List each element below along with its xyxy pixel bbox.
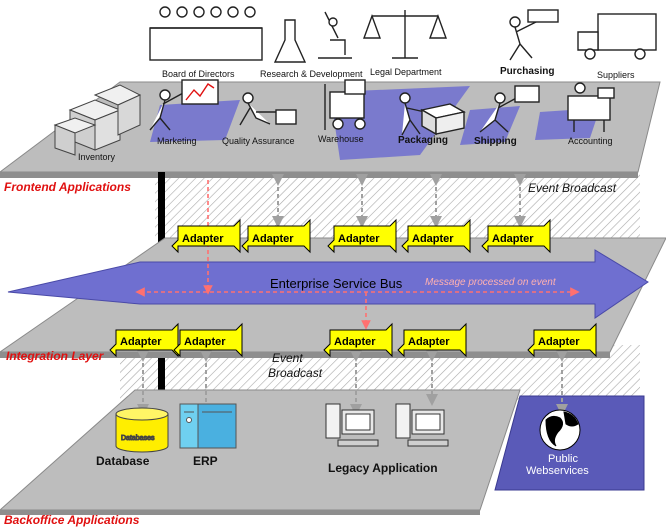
- dept-label-packaging: Packaging: [398, 135, 448, 146]
- svg-text:Databases: Databases: [121, 435, 155, 442]
- adapter-backoffice-5: Adapter: [527, 322, 597, 358]
- adapter-backoffice-2: Adapter: [173, 322, 243, 358]
- floor-highlight-1: [150, 100, 240, 142]
- dept-label-research: Research & Development: [260, 69, 363, 79]
- erp-server-icon: [179, 403, 237, 449]
- database-label: Database: [96, 454, 150, 468]
- adapter-backoffice-3: Adapter: [323, 322, 393, 358]
- inventory-boxes-icon: [53, 84, 142, 156]
- shipping-icon: [479, 85, 540, 133]
- svg-text:Adapter: Adapter: [120, 336, 162, 348]
- public-label: Public: [548, 453, 578, 465]
- legacy-computer-icon-1: [325, 403, 379, 447]
- webservices-label: Webservices: [526, 465, 589, 477]
- dept-label-shipping: Shipping: [474, 136, 517, 147]
- event-broadcast-backoffice-1: Event: [272, 351, 303, 365]
- packaging-icon: [399, 92, 466, 136]
- frontend-plane-edge: [0, 172, 638, 178]
- dept-label-suppliers: Suppliers: [597, 70, 635, 80]
- warehouse-forklift-icon: [324, 79, 366, 130]
- adapter-frontend-2: Adapter: [241, 218, 311, 254]
- svg-text:Adapter: Adapter: [412, 233, 454, 245]
- adapter-frontend-5: Adapter: [481, 218, 551, 254]
- accounting-icon: [567, 82, 615, 132]
- floor-highlight-3: [460, 106, 520, 145]
- backoffice-plane-edge: [0, 510, 480, 515]
- board-of-directors-icon: [149, 6, 263, 61]
- backoffice-connectors: [137, 350, 568, 416]
- legacy-computer-icon-2: [395, 403, 449, 447]
- dept-label-legal: Legal Department: [370, 67, 442, 77]
- floor-highlight-2: [330, 86, 470, 160]
- dept-label-warehouse: Warehouse: [318, 134, 364, 144]
- research-development-icon: [273, 11, 352, 63]
- adapter-backoffice-4: Adapter: [397, 322, 467, 358]
- svg-text:Adapter: Adapter: [252, 233, 294, 245]
- dept-label-quality: Quality Assurance: [222, 136, 295, 146]
- svg-text:Adapter: Adapter: [408, 336, 450, 348]
- adapter-backoffice-1: Adapter: [109, 322, 179, 358]
- svg-text:Adapter: Adapter: [338, 233, 380, 245]
- dept-label-marketing: Marketing: [157, 136, 197, 146]
- marketing-icon: [149, 79, 219, 131]
- hatch-region-bottom: [120, 345, 640, 400]
- quality-assurance-icon: [239, 92, 297, 126]
- svg-text:Adapter: Adapter: [492, 233, 534, 245]
- svg-text:Adapter: Adapter: [334, 336, 376, 348]
- backoffice-plane: [0, 389, 521, 511]
- dept-label-inventory: Inventory: [78, 152, 116, 162]
- adapter-frontend-4: Adapter: [401, 218, 471, 254]
- svg-text:Adapter: Adapter: [184, 336, 226, 348]
- dept-label-board: Board of Directors: [162, 69, 235, 79]
- suppliers-truck-icon: [577, 13, 657, 60]
- esb-arrow: [7, 249, 649, 319]
- event-broadcast-backoffice-2: Broadcast: [268, 366, 323, 380]
- dept-label-purchasing: Purchasing: [500, 66, 554, 77]
- legacy-label: Legacy Application: [328, 461, 438, 475]
- erp-label: ERP: [193, 454, 218, 468]
- esb-label: Enterprise Service Bus: [270, 276, 403, 291]
- dept-label-accounting: Accounting: [568, 136, 613, 146]
- integration-plane-edge: [0, 352, 610, 358]
- frontend-connectors: [272, 174, 526, 228]
- svg-text:Adapter: Adapter: [538, 336, 580, 348]
- layer-label-backoffice: Backoffice Applications: [4, 513, 140, 527]
- svg-text:Adapter: Adapter: [182, 233, 224, 245]
- database-icon: Databases: [115, 407, 169, 453]
- legal-department-icon: [363, 10, 447, 59]
- adapter-frontend-1: Adapter: [171, 218, 241, 254]
- layer-label-integration: Integration Layer: [6, 349, 105, 363]
- event-broadcast-frontend: Event Broadcast: [528, 181, 617, 195]
- message-processed-label: Message processed on event: [425, 277, 557, 288]
- adapter-frontend-3: Adapter: [327, 218, 397, 254]
- purchasing-icon: [509, 9, 559, 61]
- globe-icon: [539, 409, 581, 451]
- layer-label-frontend: Frontend Applications: [4, 180, 131, 194]
